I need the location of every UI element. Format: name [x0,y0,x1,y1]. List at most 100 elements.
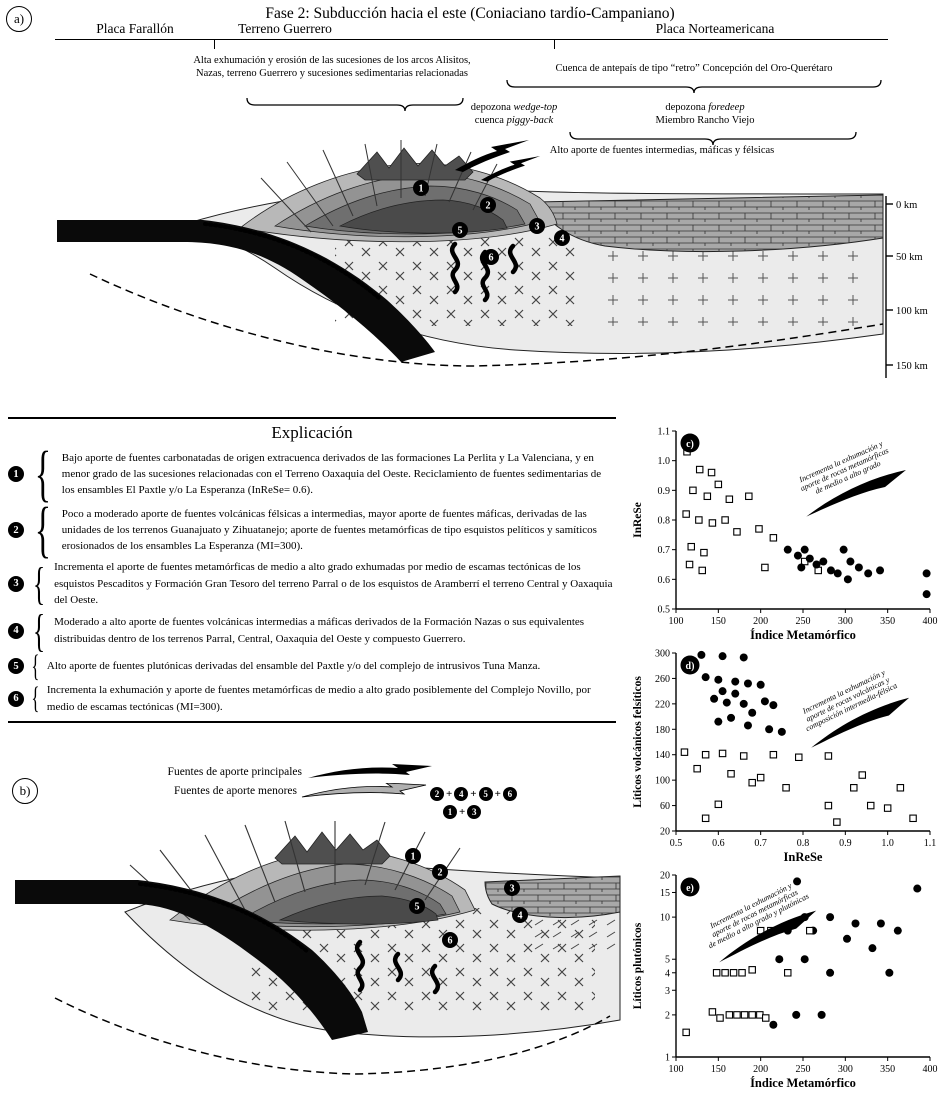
y-tick-label: 140 [655,750,670,761]
legend-text-2: Poco a moderado aporte de fuentes volcán… [61,507,597,553]
legend-item-5: 5 { Alto aporte de fuentes plutónicas de… [8,648,616,684]
group-num: 6 [502,787,517,801]
x-tick-label: 0.6 [712,838,725,849]
y-axis-label: Líticos volcánicos felsíticos [632,676,644,808]
x-tick-label: 150 [711,616,726,627]
trend-arrow-icon [719,910,817,963]
depth-label-50: 50 km [896,252,923,263]
y-tick-label: 100 [655,776,670,787]
fuentes-principales-label: Fuentes de aporte principales [167,766,302,778]
series-open-squares [682,448,822,575]
minor-source-arrow-icon [301,783,427,798]
explicacion-title: Explicación [271,423,353,442]
legend-text-1: Bajo aporte de fuentes carbonatadas de o… [61,452,602,497]
brace-right [506,79,882,94]
legend-brace: { [34,440,52,508]
y-tick-label: 0.7 [658,545,671,556]
asthenosphere-dashed-line [89,273,884,367]
depth-label-100: 100 km [896,306,928,317]
y-tick-label: 2 [665,1010,670,1021]
svg-text:e): e) [686,883,694,894]
plate-farallon-label: Placa Farallón [96,21,174,36]
plus-sign: + [494,788,501,800]
x-tick-label: 350 [880,1064,895,1075]
unit-marker-4: 4 [554,230,570,246]
panel-b-letter: b) [19,783,31,798]
y-tick-label: 1 [665,1053,670,1064]
svg-text:5: 5 [415,902,420,913]
x-tick-label: 0.7 [754,838,767,849]
svg-text:3: 3 [535,222,540,233]
main-source-arrow-icon [308,764,432,778]
y-tick-label: 15 [660,888,670,899]
source-group-main: 2+ 4+ 5+ 6 [430,787,517,801]
foredeep-prefix: depozona [665,102,709,113]
unit-marker-2: 2 [480,197,496,213]
terreno-guerrero-label: Terreno Guerrero [238,21,332,36]
trend-arrow-icon [806,469,906,517]
x-tick-label: 300 [838,616,853,627]
x-axis-label: Índice Metamórfico [750,1076,856,1090]
panel-a-label: a) [6,6,32,32]
svg-text:1: 1 [411,852,416,863]
unit-marker-5: 5 [409,898,425,914]
series-open-squares [680,748,917,826]
legend-number-2: 2 [8,522,24,539]
y-tick-label: 220 [655,699,670,710]
volcanic-crest [356,147,474,181]
x-tick-label: 0.9 [839,838,852,849]
y-tick-label: 1.1 [658,427,671,438]
migmatite-squiggle [429,963,441,995]
y-axis-label: Líticos plutónicos [632,922,644,1009]
x-tick-label: 150 [711,1064,726,1075]
y-tick-label: 0.8 [658,516,671,527]
rancho-viejo-label: Miembro Rancho Viejo [655,114,755,126]
fault-spikes [260,140,498,233]
panel-a-letter: a) [13,11,25,26]
plus-sign: + [470,788,477,800]
migmatite-squiggle [479,249,491,303]
x-tick-label: 0.8 [797,838,810,849]
legend-brace: { [31,648,40,684]
x-tick-label: 400 [923,616,938,627]
alto-aporte-label: Alto aporte de fuentes intermedias, máfi… [549,145,775,156]
depozona-wedge-top-label: depozona wedge-top cuenca piggy-back [452,102,576,127]
legend-item-1: 1 { Bajo aporte de fuentes carbonatadas … [8,440,616,508]
trench-sediment-dots [138,882,310,954]
source-arrow-icon [481,156,541,182]
legend-explicacion: Explicación 1 { Bajo aporte de fuentes c… [8,417,616,723]
series-filled-circles [697,650,786,736]
group-num: 2 [430,787,444,801]
y-tick-label: 0.9 [658,486,671,497]
migmatite-squiggle [354,939,366,993]
y-tick-label: 0.5 [658,605,671,616]
subducting-slab [57,220,435,362]
svg-text:4: 4 [518,911,523,922]
source-arrow-icon [455,140,529,172]
svg-text:3: 3 [510,884,515,895]
legend-number-6: 6 [8,690,24,707]
wedge-top-italic: wedge-top [513,102,558,113]
migmatite-squiggle [449,241,461,295]
legend-item-6: 6 { Incrementa la exhumación y aporte de… [8,682,616,714]
unit-marker-6: 6 [442,932,458,948]
y-tick-label: 260 [655,674,670,685]
unit-marker-3: 3 [529,218,545,234]
legend-item-2: 2 { Poco a moderado aporte de fuentes vo… [8,495,616,564]
chart-panel-letter: d) [680,655,700,675]
x-tick-label: 350 [880,616,895,627]
plate-tick-left [214,39,215,49]
legend-brace: { [34,495,52,564]
x-tick-label: 200 [753,1064,768,1075]
svg-text:2: 2 [438,868,443,879]
legend-number-4: 4 [8,622,24,639]
series-filled-circles [783,545,931,599]
svg-text:6: 6 [489,253,494,264]
